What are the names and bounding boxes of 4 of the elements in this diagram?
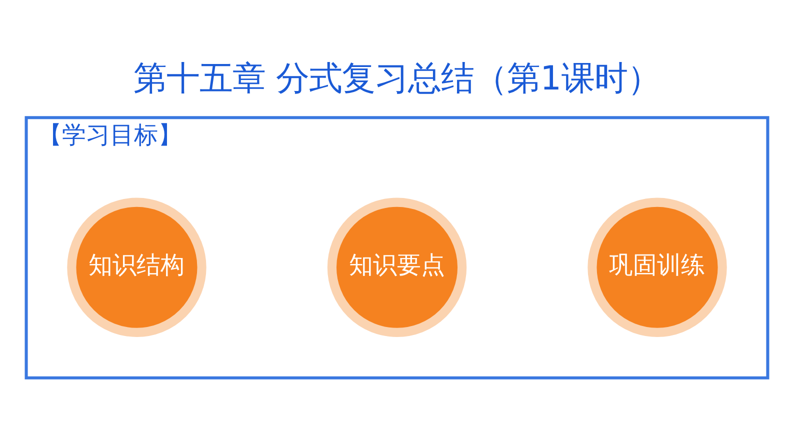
diagram-title: 第十五章 分式复习总结（第1课时） [134, 58, 660, 98]
node-circle: 巩固训练 [588, 198, 727, 337]
node-circle: 知识要点 [327, 198, 467, 337]
node-circle: 知识结构 [67, 198, 206, 337]
